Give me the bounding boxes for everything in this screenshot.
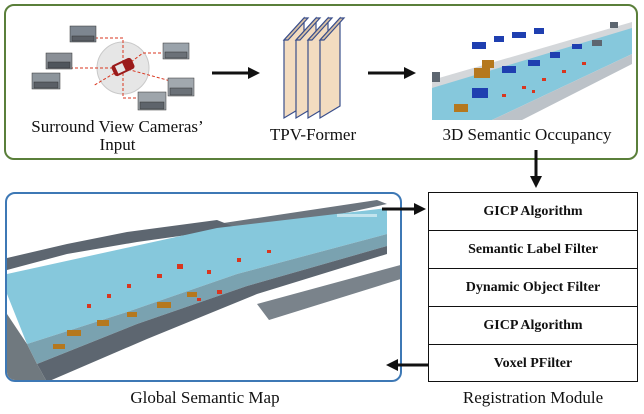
global-semantic-map-figure: [7, 200, 400, 380]
occupancy-label: 3D Semantic Occupancy: [442, 125, 612, 144]
registration-module: GICP Algorithm Semantic Label Filter Dyn…: [428, 192, 638, 382]
arrow-right-icon: [382, 203, 426, 215]
input-label-line2: Input: [99, 135, 136, 154]
module-step-dynamic-object-filter: Dynamic Object Filter: [429, 269, 637, 307]
top-pipeline-panel: [4, 4, 638, 160]
car-icon: [111, 57, 135, 77]
arrow-right-icon: [212, 67, 260, 79]
arrow-down-icon: [530, 150, 542, 188]
module-step-gicp-2: GICP Algorithm: [429, 307, 637, 345]
camera-thumbnail: [31, 25, 195, 111]
surround-cameras-figure: [31, 25, 195, 111]
global-map-panel: [5, 192, 402, 382]
arrow-right-icon: [368, 67, 416, 79]
model-label: TPV-Former: [269, 125, 357, 144]
occupancy-figure: [432, 22, 632, 120]
module-step-voxel-pfilter: Voxel PFilter: [493, 356, 573, 371]
module-step-semantic-label-filter: Semantic Label Filter: [429, 231, 637, 269]
input-label: Surround View Cameras’ Input: [5, 118, 230, 154]
arrow-left-icon: [386, 359, 428, 371]
module-label: Registration Module: [462, 388, 604, 407]
map-label: Global Semantic Map: [130, 388, 280, 407]
module-step-gicp-1: GICP Algorithm: [429, 193, 637, 231]
tpv-former-layers: [282, 16, 346, 120]
input-label-line1: Surround View Cameras’: [31, 117, 204, 136]
